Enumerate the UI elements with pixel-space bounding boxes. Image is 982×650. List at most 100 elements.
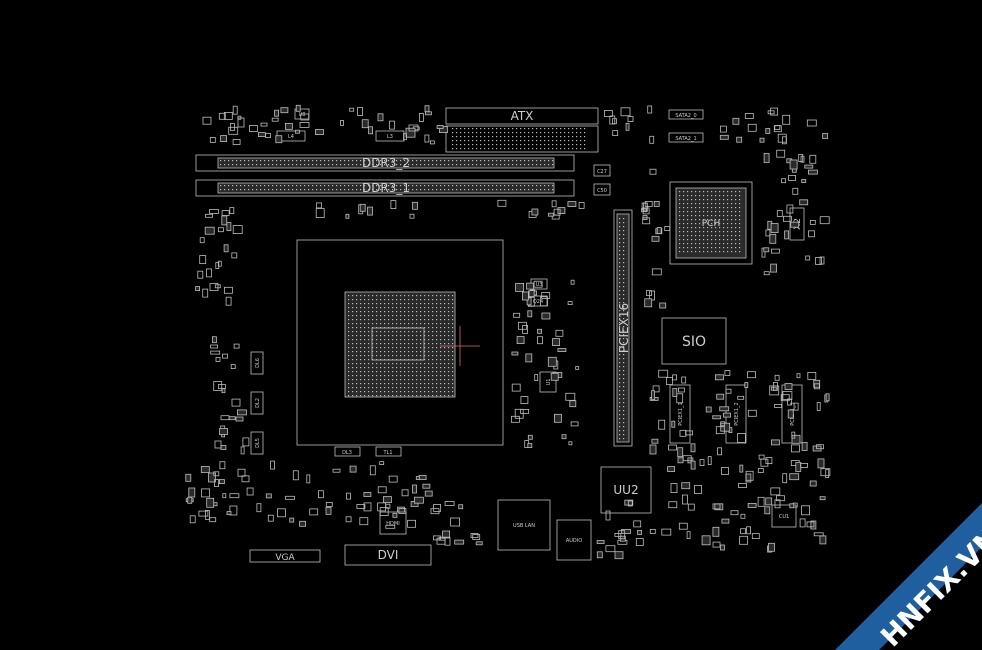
pin-dot bbox=[312, 164, 314, 166]
pin-dot bbox=[448, 319, 450, 321]
pin-dot bbox=[408, 343, 410, 345]
inductor-l3[interactable]: L3 bbox=[375, 130, 405, 142]
pin-dot bbox=[432, 383, 434, 385]
smd-part bbox=[760, 458, 769, 467]
pin-dot bbox=[372, 295, 374, 297]
pciex1-slot-1[interactable]: PCIEX1_1 bbox=[669, 384, 691, 444]
pin-dot bbox=[548, 164, 550, 166]
svg-text:C50: C50 bbox=[597, 188, 607, 194]
diode-dl2[interactable]: DL2 bbox=[250, 391, 264, 415]
dvi-connector[interactable]: DVI bbox=[344, 544, 432, 566]
u1-chip[interactable]: U1 bbox=[539, 371, 557, 393]
pin-dot bbox=[619, 374, 621, 376]
pin-dot bbox=[504, 160, 506, 162]
hdmi-connector[interactable]: HDMI bbox=[379, 511, 407, 535]
smd-part bbox=[430, 508, 440, 515]
pin-dot bbox=[392, 295, 394, 297]
audio-connector[interactable]: AUDIO bbox=[556, 519, 592, 561]
sata2-0-port[interactable]: SATA2_0 bbox=[668, 109, 704, 120]
pin-dot bbox=[476, 132, 478, 134]
smd-part bbox=[633, 520, 642, 528]
diode-dl6[interactable]: DL6 bbox=[250, 351, 264, 375]
pin-dot bbox=[452, 132, 454, 134]
pin-dot bbox=[619, 326, 621, 328]
vga-connector[interactable]: VGA bbox=[249, 549, 321, 563]
pin-dot bbox=[400, 295, 402, 297]
atx-connector[interactable]: ATX bbox=[445, 107, 599, 153]
pin-dot bbox=[727, 243, 729, 245]
pin-dot bbox=[392, 335, 394, 337]
pin-dot bbox=[420, 189, 422, 191]
pin-dot bbox=[516, 128, 518, 130]
smd-part bbox=[527, 434, 533, 440]
pin-dot bbox=[412, 355, 414, 357]
pin-dot bbox=[416, 339, 418, 341]
pin-dot bbox=[464, 148, 466, 150]
pin-dot bbox=[516, 160, 518, 162]
uu2-chip[interactable]: UU2 bbox=[600, 466, 652, 514]
pin-dot bbox=[420, 303, 422, 305]
pin-dot bbox=[364, 303, 366, 305]
pin-dot bbox=[488, 144, 490, 146]
pin-dot bbox=[524, 160, 526, 162]
pin-dot bbox=[679, 235, 681, 237]
smd-part bbox=[511, 383, 521, 392]
usb-lan-connector[interactable]: USB LAN bbox=[497, 499, 551, 551]
ddr3-slot-1[interactable]: DDR3_1 bbox=[195, 179, 575, 197]
pin-dot bbox=[392, 387, 394, 389]
svg-text:U1: U1 bbox=[546, 379, 552, 386]
pin-dot bbox=[544, 189, 546, 191]
pin-dot bbox=[691, 251, 693, 253]
cap-c27[interactable]: C27 bbox=[593, 164, 611, 177]
sio-chip[interactable]: SIO bbox=[661, 317, 727, 365]
pin-dot bbox=[619, 402, 621, 404]
smd-part bbox=[699, 459, 705, 467]
smd-part bbox=[242, 437, 250, 447]
pin-dot bbox=[572, 148, 574, 150]
pin-dot bbox=[464, 185, 466, 187]
pin-dot bbox=[444, 347, 446, 349]
smd-part bbox=[526, 282, 534, 290]
ddr3-slot-2[interactable]: DDR3_2 bbox=[195, 154, 575, 172]
pin-dot bbox=[344, 164, 346, 166]
pin-dot bbox=[428, 160, 430, 162]
pin-dot bbox=[264, 189, 266, 191]
pin-dot bbox=[348, 367, 350, 369]
pin-dot bbox=[416, 311, 418, 313]
pin-dot bbox=[528, 136, 530, 138]
pin-dot bbox=[232, 160, 234, 162]
pin-dot bbox=[679, 227, 681, 229]
pin-dot bbox=[400, 367, 402, 369]
pin-dot bbox=[619, 222, 621, 224]
pin-dot bbox=[292, 160, 294, 162]
smd-part bbox=[214, 479, 219, 488]
pin-dot bbox=[384, 387, 386, 389]
pin-dot bbox=[424, 395, 426, 397]
cap-c50[interactable]: C50 bbox=[593, 183, 611, 196]
smd-part bbox=[804, 164, 814, 169]
pin-dot bbox=[711, 191, 713, 193]
pin-dot bbox=[548, 128, 550, 130]
pin-dot bbox=[687, 211, 689, 213]
smd-part bbox=[720, 421, 726, 427]
smd-part bbox=[739, 464, 744, 473]
pin-dot bbox=[412, 343, 414, 345]
pin-dot bbox=[360, 335, 362, 337]
pin-dot bbox=[416, 367, 418, 369]
pin-dot bbox=[368, 335, 370, 337]
sata2-1-port[interactable]: SATA2_1 bbox=[668, 132, 704, 143]
pin-dot bbox=[384, 335, 386, 337]
pin-dot bbox=[232, 164, 234, 166]
pin-dot bbox=[228, 189, 230, 191]
diode-dl5[interactable]: DL5 bbox=[250, 431, 264, 455]
pin-dot bbox=[679, 231, 681, 233]
pin-dot bbox=[691, 191, 693, 193]
pin-dot bbox=[695, 239, 697, 241]
pin-dot bbox=[396, 335, 398, 337]
cu1-chip[interactable]: CU1 bbox=[771, 504, 797, 528]
pin-dot bbox=[360, 303, 362, 305]
pin-dot bbox=[376, 319, 378, 321]
pin-dot bbox=[560, 140, 562, 142]
svg-text:DL6: DL6 bbox=[255, 358, 261, 368]
pin-dot bbox=[476, 144, 478, 146]
